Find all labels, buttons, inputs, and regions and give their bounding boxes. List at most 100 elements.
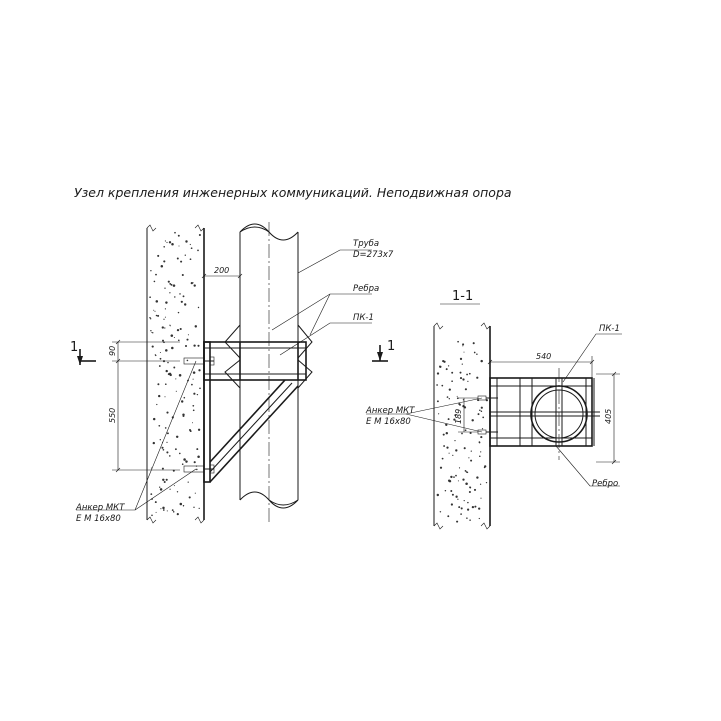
concrete-texture-dot bbox=[465, 482, 468, 486]
concrete-texture-dot bbox=[176, 491, 179, 493]
concrete-texture-dot bbox=[150, 493, 153, 495]
concrete-texture-dot bbox=[480, 451, 482, 453]
concrete-texture-dot bbox=[178, 452, 181, 455]
concrete-texture-dot bbox=[174, 231, 176, 234]
concrete-texture-dot bbox=[162, 448, 165, 451]
concrete-texture-dot bbox=[172, 511, 175, 513]
concrete-texture-dot bbox=[157, 314, 160, 317]
concrete-texture-dot bbox=[456, 520, 459, 523]
concrete-texture-dot bbox=[168, 372, 172, 376]
concrete-texture-dot bbox=[165, 301, 168, 304]
concrete-texture-dot bbox=[162, 509, 165, 511]
concrete-texture-dot bbox=[192, 282, 194, 284]
concrete-texture-dot bbox=[158, 394, 161, 398]
concrete-texture-dot bbox=[173, 336, 175, 339]
section-arrow-left: 1 bbox=[70, 340, 96, 365]
concrete-texture-dot bbox=[170, 334, 174, 337]
concrete-texture-dot bbox=[466, 373, 468, 376]
label-pk1-left: ПК-1 bbox=[353, 313, 374, 323]
concrete-texture-dot bbox=[478, 517, 480, 520]
concrete-texture-dot bbox=[197, 344, 200, 347]
concrete-texture-dot bbox=[479, 483, 482, 485]
concrete-texture-dot bbox=[182, 413, 185, 416]
concrete-texture-dot bbox=[164, 427, 167, 429]
concrete-texture-dot bbox=[179, 502, 183, 506]
concrete-texture-dot bbox=[158, 365, 161, 367]
concrete-texture-dot bbox=[162, 339, 164, 342]
concrete-texture-dot bbox=[467, 380, 469, 382]
concrete-texture-dot bbox=[180, 300, 183, 303]
concrete-texture-dot bbox=[464, 388, 467, 391]
concrete-texture-dot bbox=[179, 327, 182, 331]
concrete-texture-dot bbox=[149, 316, 151, 319]
concrete-texture-dot bbox=[196, 448, 199, 451]
concrete-texture-dot bbox=[470, 450, 472, 452]
concrete-texture-dot bbox=[193, 461, 196, 464]
concrete-texture-dot bbox=[468, 372, 471, 375]
concrete-texture-dot bbox=[193, 506, 195, 509]
concrete-texture-dot bbox=[458, 467, 461, 469]
concrete-texture-dot bbox=[179, 293, 181, 295]
concrete-texture-dot bbox=[471, 505, 475, 509]
label-anchor-left-2: Е М 16х80 bbox=[76, 514, 121, 524]
concrete-texture-dot bbox=[192, 371, 196, 374]
concrete-texture-dot bbox=[188, 428, 192, 432]
concrete-texture-dot bbox=[453, 418, 456, 421]
concrete-texture-dot bbox=[186, 338, 189, 341]
concrete-texture-dot bbox=[462, 345, 464, 347]
concrete-texture-dot bbox=[178, 245, 180, 247]
concrete-texture-dot bbox=[150, 318, 152, 320]
label-pipe-size: D=273х7 bbox=[353, 250, 394, 260]
concrete-texture-dot bbox=[441, 384, 444, 387]
concrete-texture-dot bbox=[197, 306, 200, 309]
concrete-texture-dot bbox=[193, 344, 196, 347]
concrete-texture-dot bbox=[476, 476, 479, 479]
concrete-texture-dot bbox=[483, 466, 486, 469]
concrete-texture-dot bbox=[169, 488, 171, 490]
concrete-texture-dot bbox=[188, 496, 191, 499]
concrete-texture-dot bbox=[185, 240, 188, 243]
concrete-texture-dot bbox=[177, 234, 180, 237]
concrete-texture-dot bbox=[480, 410, 483, 413]
concrete-texture-dot bbox=[159, 439, 161, 441]
concrete-texture-dot bbox=[164, 287, 166, 289]
dim-540-text: 540 bbox=[536, 352, 551, 361]
concrete-texture-dot bbox=[445, 431, 449, 435]
concrete-texture-dot bbox=[154, 310, 156, 312]
concrete-texture-dot bbox=[164, 383, 167, 386]
concrete-texture-dot bbox=[463, 351, 465, 353]
label-anchor-right-2: Е М 16х80 bbox=[366, 417, 411, 427]
concrete-texture-dot bbox=[152, 417, 156, 421]
diagonal-strut bbox=[209, 379, 299, 483]
concrete-texture-dot bbox=[166, 241, 168, 244]
concrete-texture-dot bbox=[155, 511, 157, 513]
concrete-texture-dot bbox=[164, 327, 166, 329]
label-rib-right: Ребро bbox=[592, 479, 618, 489]
concrete-texture-dot bbox=[460, 507, 463, 510]
concrete-texture-dot bbox=[192, 378, 194, 380]
concrete-texture-dot bbox=[175, 378, 177, 380]
concrete-texture-dot bbox=[159, 488, 163, 491]
concrete-texture-dot bbox=[194, 492, 196, 494]
concrete-texture-dot bbox=[473, 351, 476, 354]
concrete-texture-dot bbox=[464, 470, 467, 472]
concrete-texture-dot bbox=[452, 454, 454, 456]
concrete-texture-dot bbox=[182, 505, 184, 507]
concrete-texture-dot bbox=[479, 409, 481, 411]
concrete-texture-dot bbox=[189, 258, 192, 261]
concrete-texture-dot bbox=[164, 316, 166, 318]
concrete-texture-dot bbox=[184, 254, 186, 256]
concrete-texture-dot bbox=[467, 501, 469, 504]
concrete-texture-dot bbox=[461, 363, 463, 365]
concrete-texture-dot bbox=[155, 314, 158, 317]
concrete-texture-dot bbox=[455, 495, 458, 498]
concrete-texture-dot bbox=[150, 270, 152, 272]
concrete-texture-dot bbox=[176, 513, 179, 516]
concrete-texture-dot bbox=[450, 503, 454, 506]
concrete-texture-dot bbox=[469, 486, 471, 489]
concrete-texture-dot bbox=[436, 384, 438, 386]
concrete-texture-dot bbox=[161, 326, 164, 329]
concrete-texture-dot bbox=[456, 395, 458, 397]
concrete-texture-dot bbox=[439, 511, 442, 513]
